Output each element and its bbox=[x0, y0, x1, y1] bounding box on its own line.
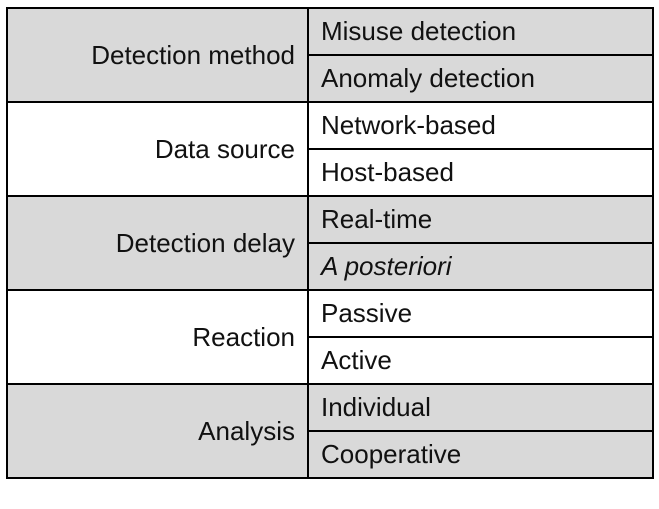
table-row: Active bbox=[7, 336, 654, 385]
criterion-cell: Reaction bbox=[6, 289, 309, 385]
criterion-cell: Detection method bbox=[6, 7, 309, 103]
table-row: Cooperative bbox=[7, 430, 654, 479]
table-row: Host-based bbox=[7, 148, 654, 197]
criterion-cell: Analysis bbox=[6, 383, 309, 479]
option-cell: Cooperative bbox=[307, 430, 654, 479]
option-cell: Anomaly detection bbox=[307, 54, 654, 103]
option-cell: Network-based bbox=[307, 101, 654, 150]
option-cell: Misuse detection bbox=[307, 7, 654, 56]
option-cell: Individual bbox=[307, 383, 654, 432]
table-row: A posteriori bbox=[7, 242, 654, 291]
criterion-cell: Detection delay bbox=[6, 195, 309, 291]
option-cell: A posteriori bbox=[307, 242, 654, 291]
option-cell: Real-time bbox=[307, 195, 654, 244]
option-cell: Host-based bbox=[307, 148, 654, 197]
option-cell: Passive bbox=[307, 289, 654, 338]
table-row: Anomaly detection bbox=[7, 54, 654, 103]
option-cell: Active bbox=[307, 336, 654, 385]
criterion-cell: Data source bbox=[6, 101, 309, 197]
